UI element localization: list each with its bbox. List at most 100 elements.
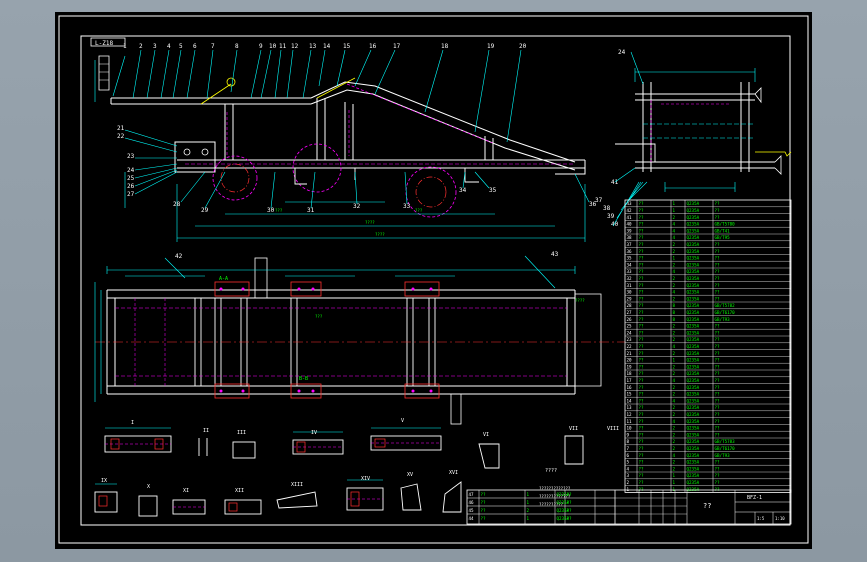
bom-cell: 34 (627, 262, 633, 267)
svg-text:??????????: ?????????? (539, 502, 564, 507)
bom-cell: 42 (627, 208, 633, 213)
bom-cell: ?? (639, 303, 645, 308)
svg-text:????: ???? (575, 298, 585, 303)
callout-38: 38 (603, 205, 611, 212)
callout-3: 3 (153, 43, 157, 50)
bom-cell: ?? (639, 446, 645, 451)
bom-cell: ?? (639, 460, 645, 465)
bom-cell: 41 (627, 215, 633, 220)
bom-cell: 23 (627, 337, 633, 342)
callout-16: 16 (369, 43, 377, 50)
bom-cell: Q235A (687, 296, 700, 301)
bottom-bom-cell: Q235A (557, 492, 570, 497)
view-label-b: B-B (299, 376, 308, 382)
bom-cell: ?? (715, 412, 721, 417)
detail-label-14: XIV (361, 476, 370, 482)
detail-label-4: IV (311, 430, 317, 436)
bom-cell: GB/T5780 (715, 222, 736, 227)
title-center-mark: ?? (703, 502, 711, 510)
bom-cell: 1 (673, 473, 676, 478)
bom-cell: Q235A (687, 460, 700, 465)
detail-label-7: VII (569, 426, 578, 432)
bom-cell: Q235A (687, 419, 700, 424)
bom-cell: 10 (627, 426, 633, 431)
bom-cell: Q235A (687, 473, 700, 478)
front-dimensions (94, 60, 586, 242)
bom-cell: ?? (715, 426, 721, 431)
callout-42: 42 (175, 253, 183, 260)
bottom-bom-cell: 46 (469, 500, 475, 505)
bom-cell: ?? (715, 269, 721, 274)
bom-cell: ?? (715, 330, 721, 335)
bom-cell: 4 (673, 453, 676, 458)
bom-cell: ?? (639, 242, 645, 247)
bom-cell: 40 (627, 222, 633, 227)
bom-cell: 25 (627, 324, 633, 329)
svg-text:???: ??? (315, 314, 323, 319)
callout-24: 24 (127, 167, 135, 174)
bom-cell: 8 (673, 303, 676, 308)
bom-cell: Q235A (687, 262, 700, 267)
bom-cell: 19 (627, 364, 633, 369)
bom-cell: 32 (627, 276, 633, 281)
bom-cell: ?? (715, 487, 721, 492)
bom-cell: Q235A (687, 480, 700, 485)
drawing-canvas[interactable]: L-Z18 (55, 12, 812, 549)
bottom-bom-cell: 47 (469, 492, 475, 497)
callout-14: 14 (323, 43, 331, 50)
bom-cell: Q235A (687, 330, 700, 335)
bom-cell: 5 (627, 460, 630, 465)
bom-cell: Q235A (687, 446, 700, 451)
bom-cell: ?? (639, 262, 645, 267)
bom-cell: Q235A (687, 412, 700, 417)
bom-cell: Q235A (687, 310, 700, 315)
bom-cell: 12 (627, 412, 633, 417)
bom-cell: 8 (627, 439, 630, 444)
bom-cell: 14 (627, 398, 633, 403)
side-view-callout: 24 (618, 49, 626, 56)
bom-cell: 1 (673, 480, 676, 485)
wheel-circle-right (405, 166, 457, 218)
bom-cell: 9 (627, 432, 630, 437)
drawing-viewport[interactable]: L-Z18 (55, 12, 812, 549)
bom-cell: 8 (673, 310, 676, 315)
callout-29: 29 (201, 207, 209, 214)
bom-cell: Q235A (687, 215, 700, 220)
bom-cell: ?? (715, 405, 721, 410)
bom-cell: ?? (715, 249, 721, 254)
callout-27: 27 (127, 191, 135, 198)
side-view: 24 (612, 49, 792, 227)
bom-cell: ?? (639, 351, 645, 356)
bom-cell: 16 (627, 385, 633, 390)
bom-cell: ?? (715, 371, 721, 376)
bom-cell: ?? (639, 208, 645, 213)
detail-label-11: XI (183, 488, 189, 494)
bom-cell: GB/T93 (715, 453, 731, 458)
bom-cell: Q235A (687, 487, 700, 492)
bom-cell: 18 (627, 371, 633, 376)
bom-cell: ?? (715, 337, 721, 342)
detail-label-13: XIII (291, 482, 303, 488)
ref-box (90, 37, 126, 47)
bom-cell: 2 (627, 480, 630, 485)
bom-cell: GB/T41 (715, 228, 731, 233)
bom-cell: Q235A (687, 371, 700, 376)
bom-cell: ?? (639, 487, 645, 492)
bom-cell: ?? (639, 344, 645, 349)
bom-cell: 28 (627, 303, 633, 308)
bom-cell: 2 (673, 296, 676, 301)
svg-text:????: ???? (545, 468, 557, 474)
sheet-inner-frame (80, 35, 791, 526)
bom-cell: 4 (673, 378, 676, 383)
bom-cell: Q235A (687, 276, 700, 281)
sheet-outer-frame (58, 15, 809, 544)
bom-cell: ?? (639, 337, 645, 342)
